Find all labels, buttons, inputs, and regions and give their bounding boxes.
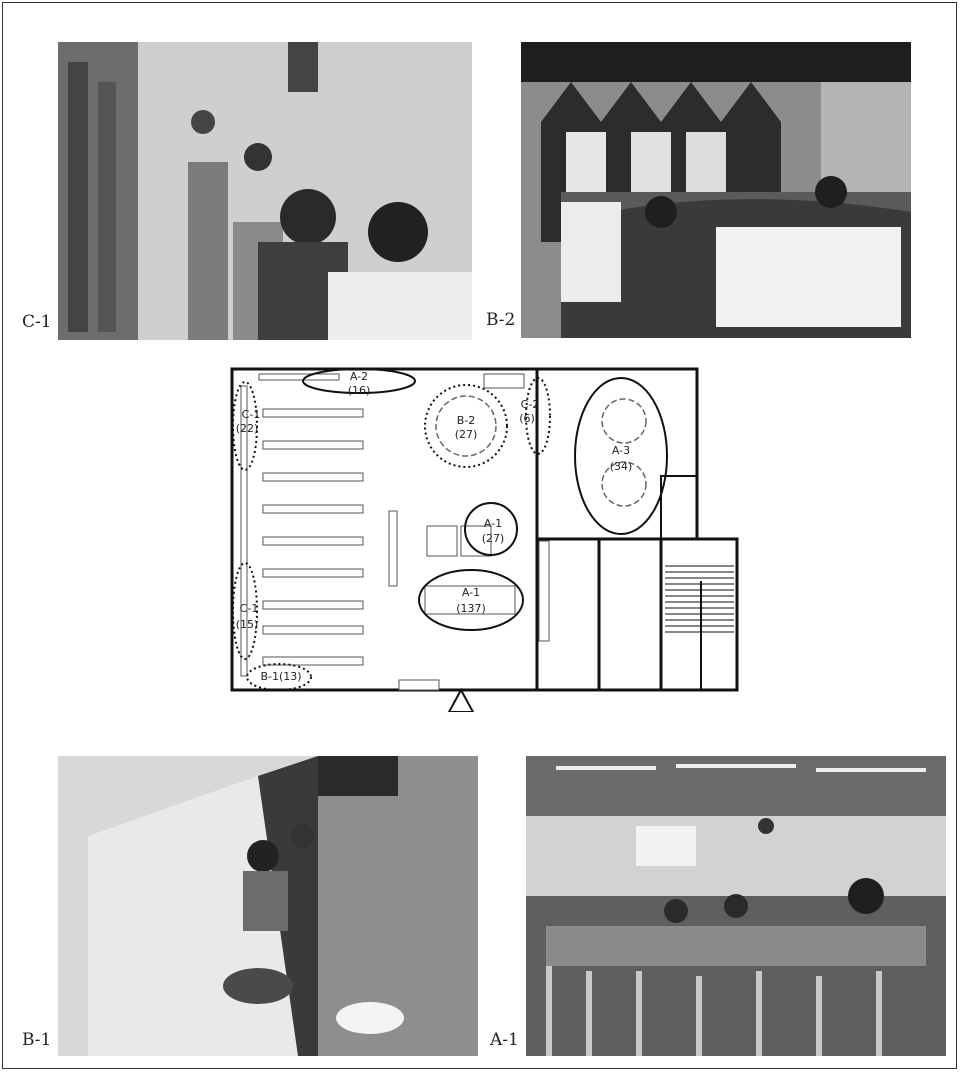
lower-room-wall — [535, 537, 739, 692]
staircase — [665, 565, 734, 690]
zone-a1-small-id: A-1 — [484, 517, 502, 530]
floor-plan-svg: A-2 (16) C-1 (22) B-2 (27) C-2 (6) A-3 (… — [230, 367, 739, 713]
photo-c1-image — [58, 42, 472, 340]
zone-a2-id: A-2 — [350, 370, 368, 383]
zone-a3-count: (34) — [610, 460, 633, 473]
zone-a1-small-count: (27) — [482, 532, 505, 545]
photo-b1-image — [58, 756, 478, 1056]
photo-c1 — [58, 42, 472, 340]
entrance-icon — [447, 687, 475, 713]
zone-a1-large-id: A-1 — [462, 586, 480, 599]
zone-c1-bottom-id: C-1 — [240, 602, 259, 615]
zone-c2-count: (6) — [519, 412, 535, 425]
zone-b2 — [424, 384, 508, 468]
zone-c1-top-id: C-1 — [242, 408, 261, 421]
bookshelf-rows — [240, 373, 550, 691]
photo-b2 — [521, 42, 911, 338]
zone-c2-id: C-2 — [521, 398, 540, 411]
zone-b2-count: (27) — [455, 428, 478, 441]
zone-c1-bottom — [232, 562, 258, 660]
photo-a1-image — [526, 756, 946, 1056]
photo-b1 — [58, 756, 478, 1056]
zone-a1-small — [464, 502, 518, 556]
zone-a1-large — [418, 569, 524, 631]
zone-a1-large-count: (137) — [456, 602, 486, 615]
zone-b2-id: B-2 — [457, 414, 476, 427]
zone-a2 — [302, 368, 416, 394]
zone-c1-top-count: (22) — [236, 422, 259, 435]
zone-a3 — [574, 377, 668, 535]
photo-b2-label: B-2 — [484, 310, 518, 330]
photo-a1 — [526, 756, 946, 1056]
photo-c1-label: C-1 — [20, 312, 54, 332]
floor-plan: A-2 (16) C-1 (22) B-2 (27) C-2 (6) A-3 (… — [229, 366, 739, 713]
zone-a3-id: A-3 — [612, 444, 630, 457]
photo-b1-label: B-1 — [20, 1030, 54, 1050]
zone-c1-bottom-count: (15) — [236, 618, 259, 631]
photo-b2-image — [521, 42, 911, 338]
zone-a2-count: (16) — [348, 384, 371, 397]
zone-c2 — [525, 377, 551, 455]
zone-b1-id: B-1(13) — [260, 670, 301, 683]
zone-b1 — [246, 663, 312, 691]
zone-c1-top — [232, 381, 258, 471]
photo-a1-label: A-1 — [488, 1030, 521, 1050]
